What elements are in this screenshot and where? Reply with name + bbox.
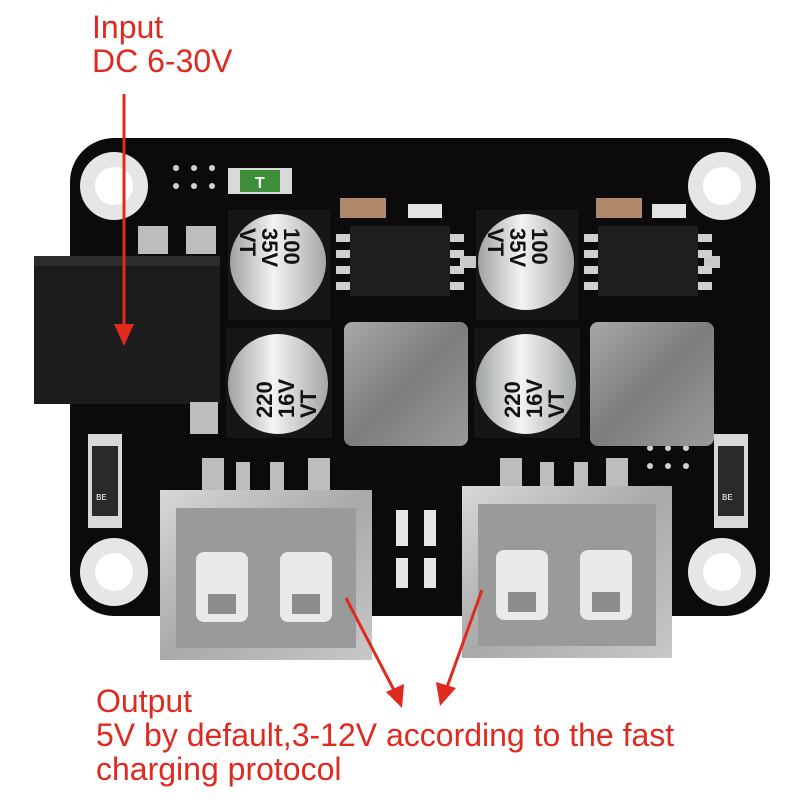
capacitor-220-16v-right: 220 16V VT [474, 328, 580, 438]
diode-left: BE [88, 434, 122, 528]
smd-capacitor-t: T [228, 168, 292, 194]
mounting-holes [80, 152, 756, 606]
input-label-line1: Input [92, 9, 164, 45]
output-label: Output 5V by default,3-12V according to … [96, 684, 674, 786]
cap-bottom-left-series: VT [296, 389, 321, 418]
cap-bottom-left-voltage: 16V [274, 379, 299, 418]
cap-bottom-right-voltage: 16V [522, 379, 547, 418]
output-label-line1: Output [96, 683, 193, 719]
cap-right-value: 100 [527, 228, 552, 265]
capacitor-100-35v-left: 100 35V VT [228, 210, 330, 320]
capacitor-220-16v-left: 220 16V VT [226, 328, 332, 438]
input-arrow [114, 94, 134, 346]
output-arrow-left [344, 597, 404, 708]
output-arrow-right [436, 589, 484, 706]
cap-bottom-right-value: 220 [500, 381, 525, 418]
cap-bottom-left-value: 220 [252, 381, 277, 418]
cap-bottom-right-series: VT [544, 389, 569, 418]
smd-capacitor-marking: T [255, 175, 265, 192]
cap-left-value: 100 [279, 228, 304, 265]
inductor-right [590, 322, 714, 446]
input-label-line2: DC 6-30V [92, 43, 233, 79]
cap-right-series: VT [483, 228, 508, 257]
usb-port-left [160, 458, 372, 660]
input-label: Input DC 6-30V [92, 10, 233, 78]
dc-input-jack [34, 226, 220, 434]
output-label-line3: charging protocol [96, 751, 342, 787]
cap-left-series: VT [235, 228, 260, 257]
diode-right: BE [714, 434, 748, 528]
diode-left-marking: BE [96, 493, 107, 503]
cap-left-voltage: 35V [257, 228, 282, 267]
ic-chip-left [336, 226, 464, 296]
smd-components [340, 198, 720, 268]
ic-chip-right [584, 226, 712, 296]
usb-port-right [462, 458, 672, 658]
output-label-line2: 5V by default,3-12V according to the fas… [96, 717, 675, 753]
inductor-left [344, 322, 468, 446]
cap-right-voltage: 35V [505, 228, 530, 267]
resistors-middle [396, 510, 436, 588]
vias [173, 165, 689, 469]
capacitor-100-35v-right: 100 35V VT [476, 210, 578, 320]
diode-right-marking: BE [722, 493, 733, 503]
